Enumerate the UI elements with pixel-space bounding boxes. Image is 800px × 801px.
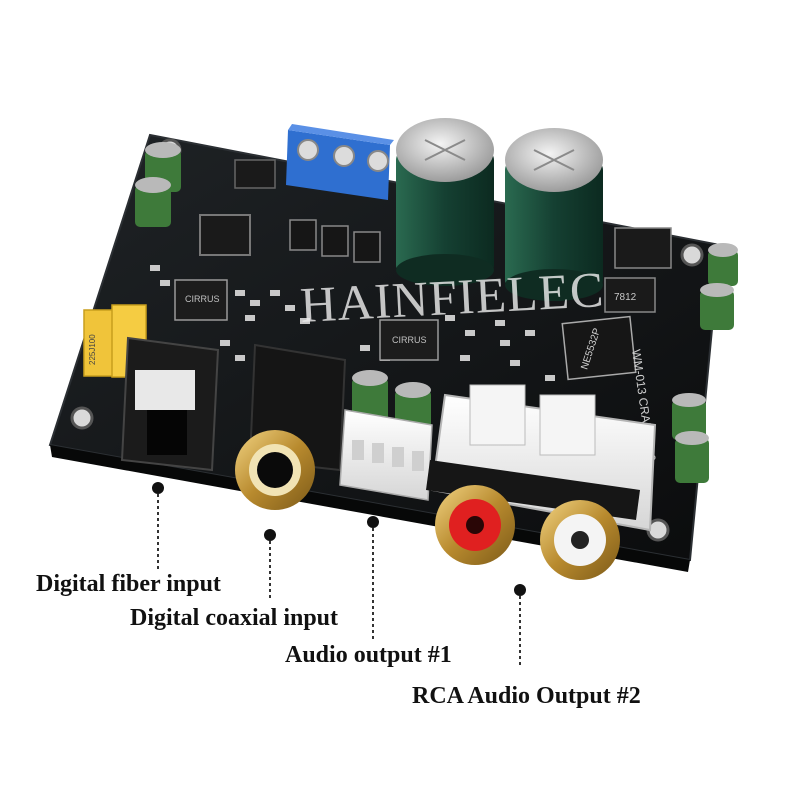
regulator-row xyxy=(199,159,381,263)
mounting-hole xyxy=(70,406,94,430)
optical-input-jack xyxy=(120,336,220,472)
opamp-chip: NE5532P xyxy=(561,315,637,381)
svg-text:CIRRUS: CIRRUS xyxy=(185,294,220,304)
regulator-top-right xyxy=(614,227,672,269)
capacitor-large-2 xyxy=(505,128,603,301)
svg-text:CIRRUS: CIRRUS xyxy=(392,335,427,345)
regulator-7812: 7812 xyxy=(604,277,656,313)
receiver-chip: CIRRUS xyxy=(174,279,228,321)
rca-output-jacks xyxy=(426,384,657,580)
audio-output-header xyxy=(339,409,433,501)
label-digital-coaxial-input: Digital coaxial input xyxy=(130,605,339,631)
capacitor-large-1 xyxy=(396,118,494,286)
power-terminal-block xyxy=(286,124,394,200)
capacitor-small xyxy=(135,142,738,483)
label-digital-fiber-input: Digital fiber input xyxy=(36,571,221,597)
svg-text:225J100: 225J100 xyxy=(88,334,97,365)
label-rca-audio-output-2: RCA Audio Output #2 xyxy=(412,683,641,709)
dac-chip: CIRRUS xyxy=(379,319,439,361)
label-audio-output-1: Audio output #1 xyxy=(285,642,452,668)
callout-leaders xyxy=(152,482,526,668)
coaxial-input-jack xyxy=(235,343,347,510)
mounting-hole xyxy=(680,243,704,267)
svg-text:7812: 7812 xyxy=(614,292,637,303)
